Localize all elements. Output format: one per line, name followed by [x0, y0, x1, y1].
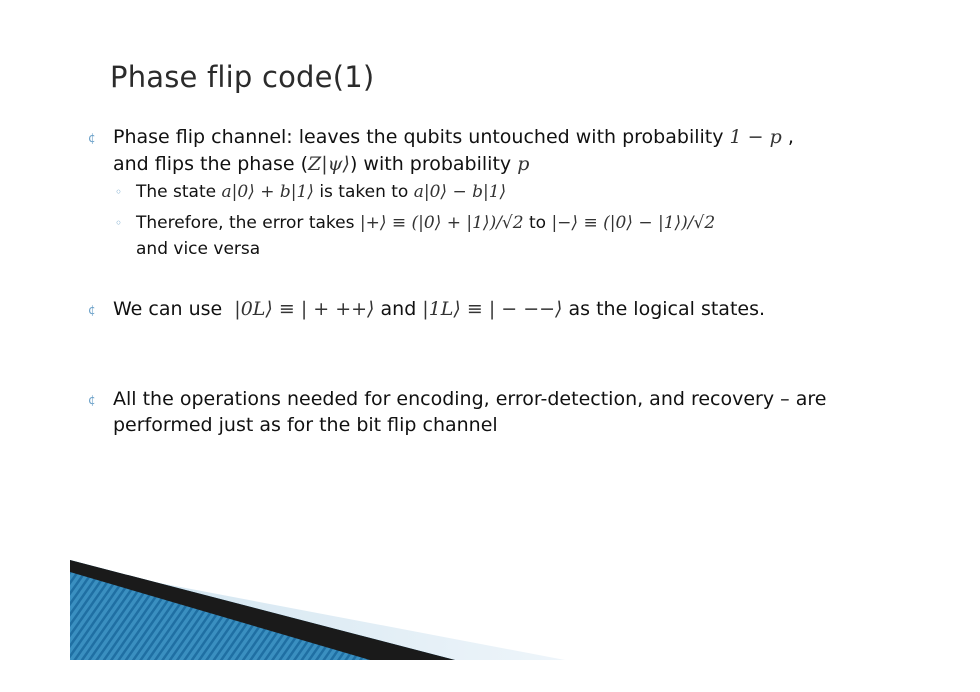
- math-one-minus-p: 1 − p: [729, 126, 782, 148]
- math-minus-state: |−⟩ ≡ (|0⟩ − |1⟩)/√2: [551, 213, 716, 233]
- sub2-line2: and vice versa: [136, 239, 261, 259]
- bullet-text: We can use |0L⟩ ≡ | + ++⟩ and |1L⟩ ≡ | −…: [113, 296, 765, 322]
- bullet-text: Phase flip channel: leaves the qubits un…: [113, 124, 794, 150]
- sub1-mid: is taken to: [313, 182, 414, 202]
- bullet-icon: ¢: [88, 131, 96, 145]
- math-plus-state: |+⟩ ≡ (|0⟩ + |1⟩)/√2: [359, 213, 524, 233]
- math-p: p: [517, 153, 530, 175]
- sub-bullet-text: The state a|0⟩ + b|1⟩ is taken to a|0⟩ −…: [136, 181, 506, 204]
- sub-bullet-icon: ◦: [115, 216, 123, 230]
- decor-dark-wedge: [70, 560, 455, 660]
- bullet1-line2-mid: ) with probability: [349, 153, 518, 175]
- math-logical-zero: |0L⟩ ≡ | + ++⟩: [234, 298, 375, 320]
- sub2-prefix: Therefore, the error takes: [136, 213, 360, 233]
- bullet-text-line2: and flips the phase (Z|ψ⟩) with probabil…: [113, 151, 529, 177]
- math-state: a|0⟩ + b|1⟩: [221, 182, 314, 202]
- math-logical-one: |1L⟩ ≡ | − −−⟩: [422, 298, 563, 320]
- bullet2-prefix: We can use: [113, 298, 229, 320]
- page-title: Phase flip code(1): [110, 60, 375, 94]
- math-flipped-state: a|0⟩ − b|1⟩: [413, 182, 507, 202]
- bullet2-suffix: as the logical states.: [562, 298, 766, 320]
- decorative-corner-graphic: [70, 560, 565, 660]
- bullet3-line2: performed just as for the bit flip chann…: [113, 414, 498, 436]
- bullet1-line1-text: Phase flip channel: leaves the qubits un…: [113, 126, 730, 148]
- sub2-mid: to: [523, 213, 552, 233]
- math-z-psi: Z|ψ⟩: [308, 153, 350, 175]
- sub1-prefix: The state: [136, 182, 222, 202]
- sub-bullet-icon: ◦: [115, 185, 123, 199]
- bullet-icon: ¢: [88, 393, 96, 407]
- bullet1-line1-suffix: ,: [781, 126, 794, 148]
- sub-bullet-text: Therefore, the error takes |+⟩ ≡ (|0⟩ + …: [136, 212, 715, 235]
- bullet2-mid: and: [374, 298, 423, 320]
- bullet3-line1: All the operations needed for encoding, …: [113, 388, 827, 410]
- bullet1-line2-text: and flips the phase (: [113, 153, 309, 175]
- bullet-icon: ¢: [88, 303, 96, 317]
